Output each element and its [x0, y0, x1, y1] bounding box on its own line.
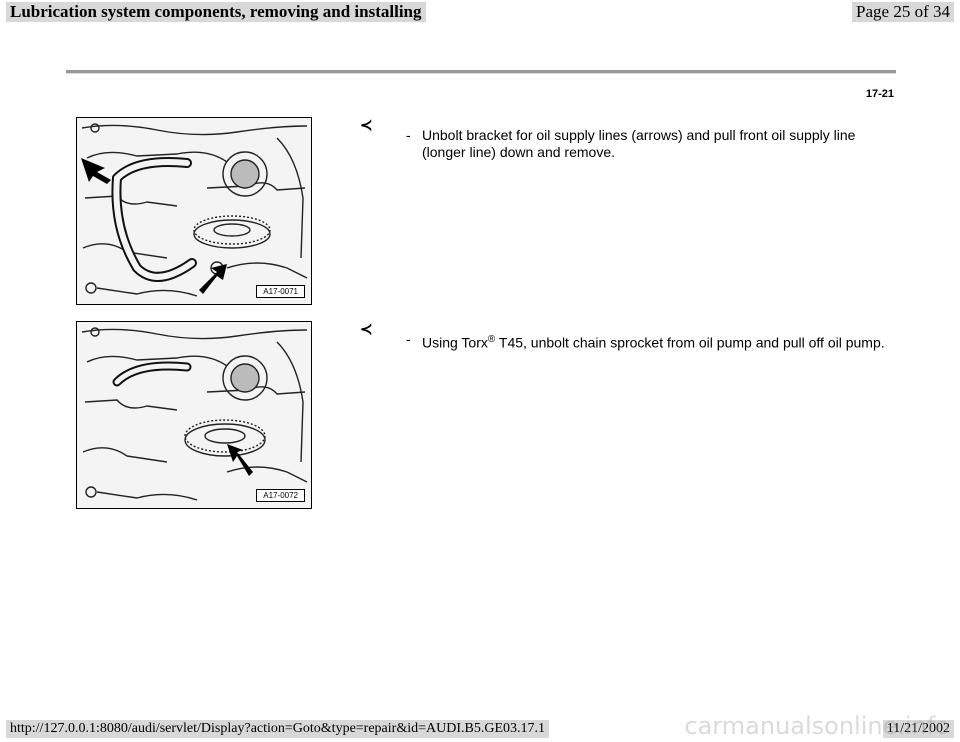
step-text-before: Using Torx — [422, 334, 488, 351]
step-dash: - — [406, 331, 411, 347]
page-number: 17-21 — [865, 88, 894, 100]
step-text: Unbolt bracket for oil supply lines (arr… — [422, 127, 856, 160]
figure-label: A17-0071 — [256, 285, 305, 298]
step-text-after: T45, unbolt chain sprocket from oil pump… — [495, 334, 885, 351]
pointer-left-icon: ≺ — [360, 321, 373, 338]
step-dash: - — [406, 127, 411, 143]
pointer-left-icon: ≺ — [360, 117, 373, 134]
footer-url: http://127.0.0.1:8080/audi/servlet/Displ… — [6, 720, 549, 738]
engine-illustration — [81, 123, 308, 297]
page-indicator: Page 25 of 34 — [852, 2, 954, 22]
document-title: Lubrication system components, removing … — [6, 2, 426, 22]
watermark: carmanualsonline.info — [684, 712, 950, 740]
header-rule — [66, 70, 896, 74]
step-2: - Using Torx® T45, unbolt chain sprocket… — [406, 331, 886, 352]
step-1: - Unbolt bracket for oil supply lines (a… — [406, 127, 886, 161]
step-text: Using Torx® T45, unbolt chain sprocket f… — [422, 331, 886, 352]
figure-label: A17-0072 — [256, 489, 305, 502]
engine-illustration — [81, 327, 308, 501]
footer-date: 11/21/2002 — [882, 720, 954, 738]
figure-chain-sprocket: A17-0072 — [76, 321, 312, 509]
registered-mark: ® — [487, 334, 496, 345]
figure-oil-supply-lines: A17-0071 — [76, 117, 312, 305]
